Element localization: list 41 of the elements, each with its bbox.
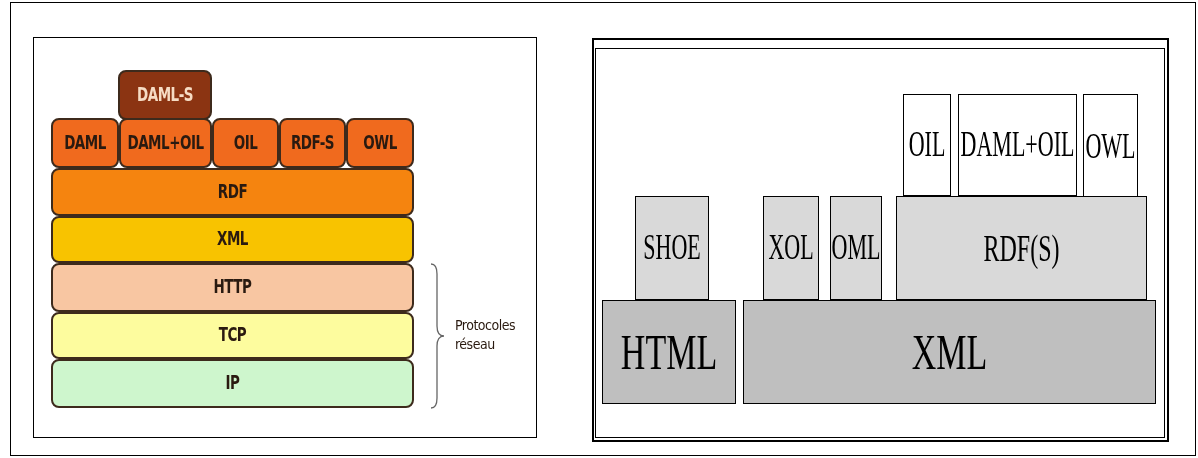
layer-box xyxy=(279,118,346,168)
layer-box xyxy=(958,94,1077,196)
layer-label: HTML xyxy=(620,326,718,378)
layer-box xyxy=(51,312,414,359)
layer-box xyxy=(51,216,414,263)
layer-box xyxy=(896,196,1147,300)
layer-box xyxy=(51,263,414,312)
layer-label: RDF(S) xyxy=(983,228,1060,268)
layer-box xyxy=(903,94,951,196)
layer-label: SHOE xyxy=(643,230,701,266)
layer-label: OWL xyxy=(1085,128,1136,165)
layer-box xyxy=(51,118,119,168)
layer-box xyxy=(346,118,414,168)
layer-box xyxy=(118,70,212,120)
layer-label: TCP xyxy=(218,325,247,346)
layer-label: OWL xyxy=(363,133,397,153)
layer-box xyxy=(830,196,882,300)
layer-box xyxy=(763,196,819,300)
layer-box xyxy=(119,118,212,168)
layer-box xyxy=(1083,94,1138,199)
layer-box xyxy=(635,196,709,300)
bracket-label: Protocoles réseau xyxy=(455,316,516,354)
layer-label: IP xyxy=(225,373,240,394)
layer-label: RDF-S xyxy=(290,133,335,153)
layer-label: XOL xyxy=(768,230,814,266)
layer-box xyxy=(51,168,414,216)
layer-box xyxy=(602,300,736,404)
layer-label: XML xyxy=(217,229,248,250)
layer-label: OIL xyxy=(233,133,258,153)
layer-label: DAML xyxy=(64,133,106,153)
layer-label: DAML+OIL xyxy=(127,133,204,153)
layer-box xyxy=(51,359,414,408)
layer-label: DAML-S xyxy=(137,85,193,105)
layer-label: OML xyxy=(831,230,881,266)
layer-label: DAML+OIL xyxy=(960,127,1075,163)
layer-label: XML xyxy=(911,326,988,378)
layer-label: OIL xyxy=(908,127,946,163)
layer-label: RDF xyxy=(217,182,248,202)
layer-label: HTTP xyxy=(213,277,252,298)
layer-box xyxy=(212,118,279,168)
layer-box xyxy=(743,300,1156,404)
